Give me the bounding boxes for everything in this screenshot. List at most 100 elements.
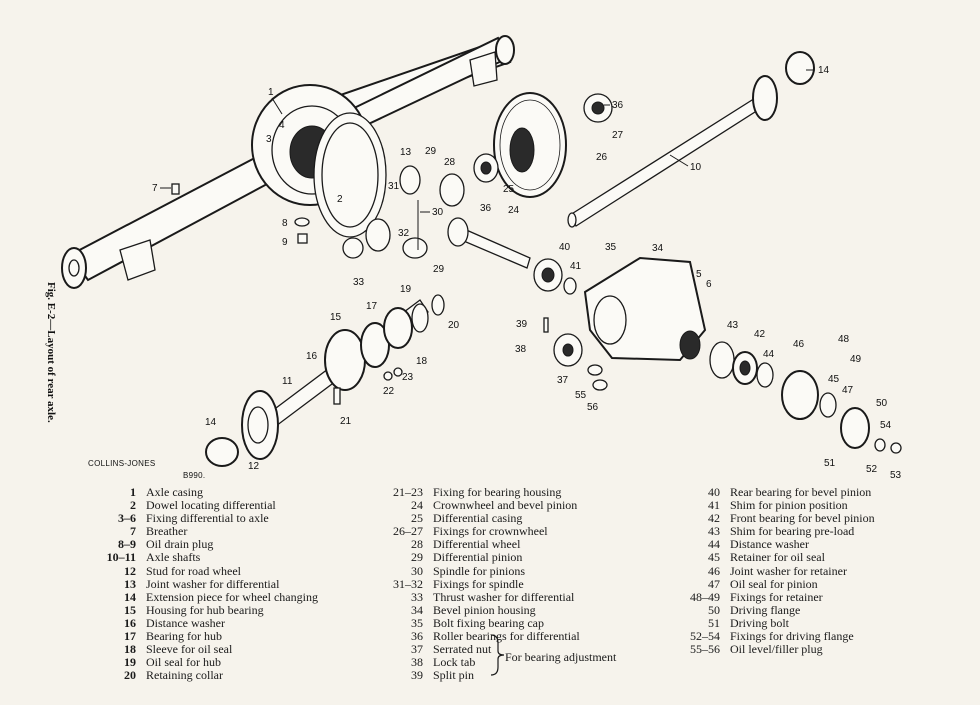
- legend-part-number: 18: [124, 642, 136, 657]
- callout-37: 37: [557, 375, 569, 386]
- legend-row: 10–11 Axle shafts: [82, 551, 318, 564]
- legend-part-number: 29: [411, 550, 423, 565]
- legend-part-number: 14: [124, 589, 136, 604]
- callout-36a: 36: [612, 100, 624, 111]
- differential-gears: [342, 165, 465, 259]
- legend-part-description: Oil level/filler plug: [730, 642, 823, 657]
- callout-33: 33: [353, 277, 365, 288]
- legend-part-description: Axle shafts: [146, 550, 201, 565]
- callout-43: 43: [727, 320, 739, 331]
- legend-part-description: Differential pinion: [433, 550, 523, 565]
- legend-part-description: Bolt fixing bearing cap: [433, 615, 544, 630]
- callout-44: 44: [763, 349, 775, 360]
- callout-31: 31: [388, 181, 400, 192]
- legend-part-number: 51: [708, 615, 720, 630]
- legend-part-number: 20: [124, 668, 136, 683]
- legend-part-number: 34: [411, 602, 423, 617]
- legend-part-number: 52–54: [690, 629, 720, 644]
- callout-16: 16: [306, 351, 318, 362]
- legend-part-number: 48–49: [690, 589, 720, 604]
- legend-part-description: Fixing differential to axle: [146, 511, 269, 526]
- legend-part-description: Fixing for bearing housing: [433, 485, 562, 499]
- bearing-adjustment-note: For bearing adjustment: [505, 650, 617, 664]
- legend-part-description: Dowel locating differential: [146, 498, 276, 513]
- callout-55: 55: [575, 390, 587, 401]
- legend-row: 16 Distance washer: [82, 615, 318, 630]
- callout-26: 26: [596, 152, 608, 163]
- legend-part-number: 46: [708, 563, 720, 578]
- callout-13: 13: [400, 147, 412, 158]
- legend-part-description: Axle casing: [146, 485, 203, 499]
- legend-part-number: 55–56: [690, 642, 720, 657]
- legend-row: 46 Joint washer for retainer: [690, 563, 875, 578]
- callout-18: 18: [416, 356, 428, 367]
- callout-12: 12: [248, 461, 260, 472]
- callout-14b: 14: [205, 417, 217, 428]
- legend-part-description: Shim for pinion position: [730, 498, 848, 513]
- legend-row: 7 Breather: [82, 525, 318, 538]
- legend-part-number: 21–23: [393, 485, 423, 499]
- legend-part-number: 50: [708, 602, 720, 617]
- callout-15: 15: [330, 312, 342, 323]
- legend-part-number: 16: [124, 615, 136, 630]
- oil-drain-plug: [294, 217, 310, 244]
- axle-shaft-long: [567, 51, 815, 228]
- legend-part-description: Roller bearings for differential: [433, 629, 580, 644]
- callout-20: 20: [448, 320, 460, 331]
- legend-part-description: Shim for bearing pre-load: [730, 524, 855, 539]
- callout-32: 32: [398, 228, 410, 239]
- legend-part-number: 35: [411, 615, 423, 630]
- callout-39: 39: [516, 319, 528, 330]
- callout-36b: 36: [480, 203, 492, 214]
- callout-49: 49: [850, 354, 862, 365]
- callout-29b: 29: [433, 264, 445, 275]
- legend-part-number: 39: [411, 668, 423, 683]
- legend-part-description: Fixings for crownwheel: [433, 524, 548, 539]
- legend-part-number: 25: [411, 511, 423, 526]
- bevel-pinion: [447, 217, 531, 269]
- callout-19: 19: [400, 284, 412, 295]
- figure-ref-code: B990.: [183, 471, 205, 480]
- legend-part-number: 1: [130, 485, 136, 499]
- legend-part-description: Joint washer for retainer: [730, 563, 847, 578]
- callout-52: 52: [866, 464, 878, 475]
- legend-part-number: 7: [130, 524, 136, 539]
- legend-row: 21–23 Fixing for bearing housing: [385, 485, 580, 499]
- callout-22: 22: [383, 386, 395, 397]
- legend-part-description: Fixings for spindle: [433, 576, 524, 591]
- legend-part-number: 47: [708, 576, 720, 591]
- callout-2: 2: [337, 194, 343, 205]
- legend-part-number: 15: [124, 602, 136, 617]
- legend-part-description: Driving bolt: [730, 615, 789, 630]
- legend-part-number: 10–11: [106, 550, 136, 565]
- callout-48: 48: [838, 334, 850, 345]
- legend-part-description: Stud for road wheel: [146, 563, 241, 578]
- legend-part-number: 37: [411, 642, 423, 657]
- legend-part-number: 24: [411, 498, 423, 513]
- legend-part-description: Serrated nut: [433, 642, 492, 657]
- adjustment-brace: [490, 634, 505, 676]
- legend-part-number: 42: [708, 511, 720, 526]
- legend-part-description: Distance washer: [146, 615, 225, 630]
- callout-46: 46: [793, 339, 805, 350]
- legend-part-description: Breather: [146, 524, 188, 539]
